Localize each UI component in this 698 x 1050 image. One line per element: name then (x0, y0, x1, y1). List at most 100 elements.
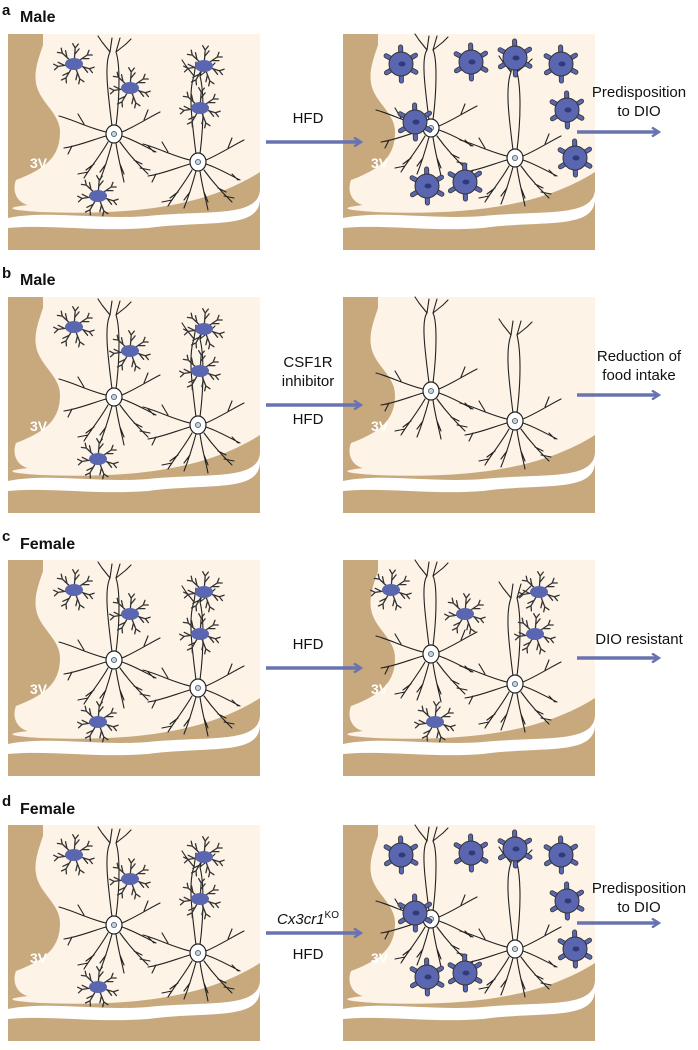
neuron-apical (106, 51, 120, 127)
tissue-band (8, 453, 260, 493)
microglia-body (195, 60, 213, 72)
microglia-ramified (179, 878, 221, 920)
neuron-side (58, 372, 161, 418)
neuron-apical (106, 842, 120, 918)
tissue-band (343, 981, 595, 1021)
neuron-basal (478, 428, 552, 470)
right-tissue-box-c (343, 559, 595, 776)
neuron-apical (106, 314, 120, 390)
microglia-nucleus (468, 850, 476, 856)
microglia-body (121, 345, 139, 357)
neuron-basal (478, 691, 552, 733)
microglia-ramified (53, 43, 95, 85)
microglia-body (191, 893, 209, 905)
neuron-basal (77, 404, 151, 446)
microglia-body (89, 190, 107, 202)
ventricle-label-b-right: 3V (371, 418, 389, 434)
microglia-nucleus (462, 970, 470, 976)
microglia-body (65, 321, 83, 333)
neuron-tuft (97, 561, 132, 579)
panel-sex-b: Male (20, 272, 56, 289)
microglia-nucleus (558, 61, 566, 67)
microglia-activated (453, 833, 489, 873)
microglia-ramified (77, 966, 119, 1008)
microglia-body (121, 82, 139, 94)
neuron-nucleus (111, 922, 117, 928)
outcome-a-line1: Predisposition (591, 84, 687, 101)
panel-letter-d: d (2, 793, 12, 810)
tissue-parenchyma (347, 34, 595, 213)
microglia-body (121, 608, 139, 620)
neuron (459, 581, 562, 733)
neuron-tuft (414, 559, 449, 577)
microglia-ramified (183, 571, 225, 613)
neuron-apical (507, 71, 521, 151)
microglia-ramified (77, 175, 119, 217)
microglia-nucleus (558, 852, 566, 858)
panel-letter-a: a (2, 2, 11, 19)
neuron-nucleus (512, 681, 518, 687)
neuron-apical (106, 577, 120, 653)
microglia-ramified (183, 836, 225, 878)
microglia-body (426, 716, 444, 728)
microglia-activated (447, 953, 483, 993)
neuron-nucleus (428, 651, 434, 657)
microglia-ramified (414, 701, 456, 743)
neuron (142, 585, 245, 737)
microglia-body (89, 716, 107, 728)
neuron-apical (507, 862, 521, 942)
microglia-nucleus (564, 107, 572, 113)
neuron-tuft (97, 298, 132, 316)
microglia-nucleus (512, 55, 520, 61)
arrow-label-b-line1: CSF1R (283, 354, 333, 371)
neuron-side (142, 928, 245, 974)
neuron-basal (161, 960, 235, 1002)
microglia-body (89, 981, 107, 993)
neuron-basal (161, 695, 235, 737)
right-tissue-box-d (343, 824, 595, 1041)
microglia-activated (447, 162, 483, 202)
neuron-basal (77, 932, 151, 974)
tissue-band (343, 453, 595, 493)
outcome-b-line1: Reduction of (596, 348, 682, 365)
outcome-c-line1: DIO resistant (595, 631, 683, 648)
neuron-nucleus (512, 155, 518, 161)
neuron-nucleus (428, 388, 434, 394)
microglia-ramified (518, 571, 560, 613)
microglia-body (195, 586, 213, 598)
neuron (375, 559, 478, 703)
microglia-activated (397, 102, 433, 142)
arrow-label-b-line2: HFD (292, 411, 324, 428)
neuron-basal (161, 432, 235, 474)
microglia-ramified (77, 701, 119, 743)
neuron (142, 322, 245, 474)
neuron-basal (394, 398, 468, 440)
microglia-body (65, 58, 83, 70)
microglia-body (191, 628, 209, 640)
microglia-body (526, 628, 544, 640)
neuron-apical (423, 575, 437, 647)
microglia-activated (497, 38, 533, 78)
left-tissue-box-a (8, 34, 260, 250)
microglia-body (89, 453, 107, 465)
microglia-ramified (109, 67, 151, 109)
neuron-apical (423, 840, 437, 912)
right-tissue-box-a (343, 33, 595, 250)
neuron-apical (507, 597, 521, 677)
neuron (58, 826, 161, 974)
neuron-side (375, 366, 478, 412)
neuron-nucleus (195, 950, 201, 956)
microglia-ramified (77, 438, 119, 480)
ventricle-label-c-left: 3V (30, 681, 48, 697)
microglia-ramified (109, 858, 151, 900)
neuron (58, 298, 161, 446)
neuron-tuft (414, 824, 449, 842)
microglia-nucleus (398, 852, 406, 858)
panel-sex-d: Female (20, 801, 76, 818)
microglia-body (382, 584, 400, 596)
neuron-nucleus (512, 946, 518, 952)
ventricle-label-d-right: 3V (371, 950, 389, 966)
microglia-nucleus (572, 946, 580, 952)
arrow-label-c: HFD (292, 636, 324, 653)
